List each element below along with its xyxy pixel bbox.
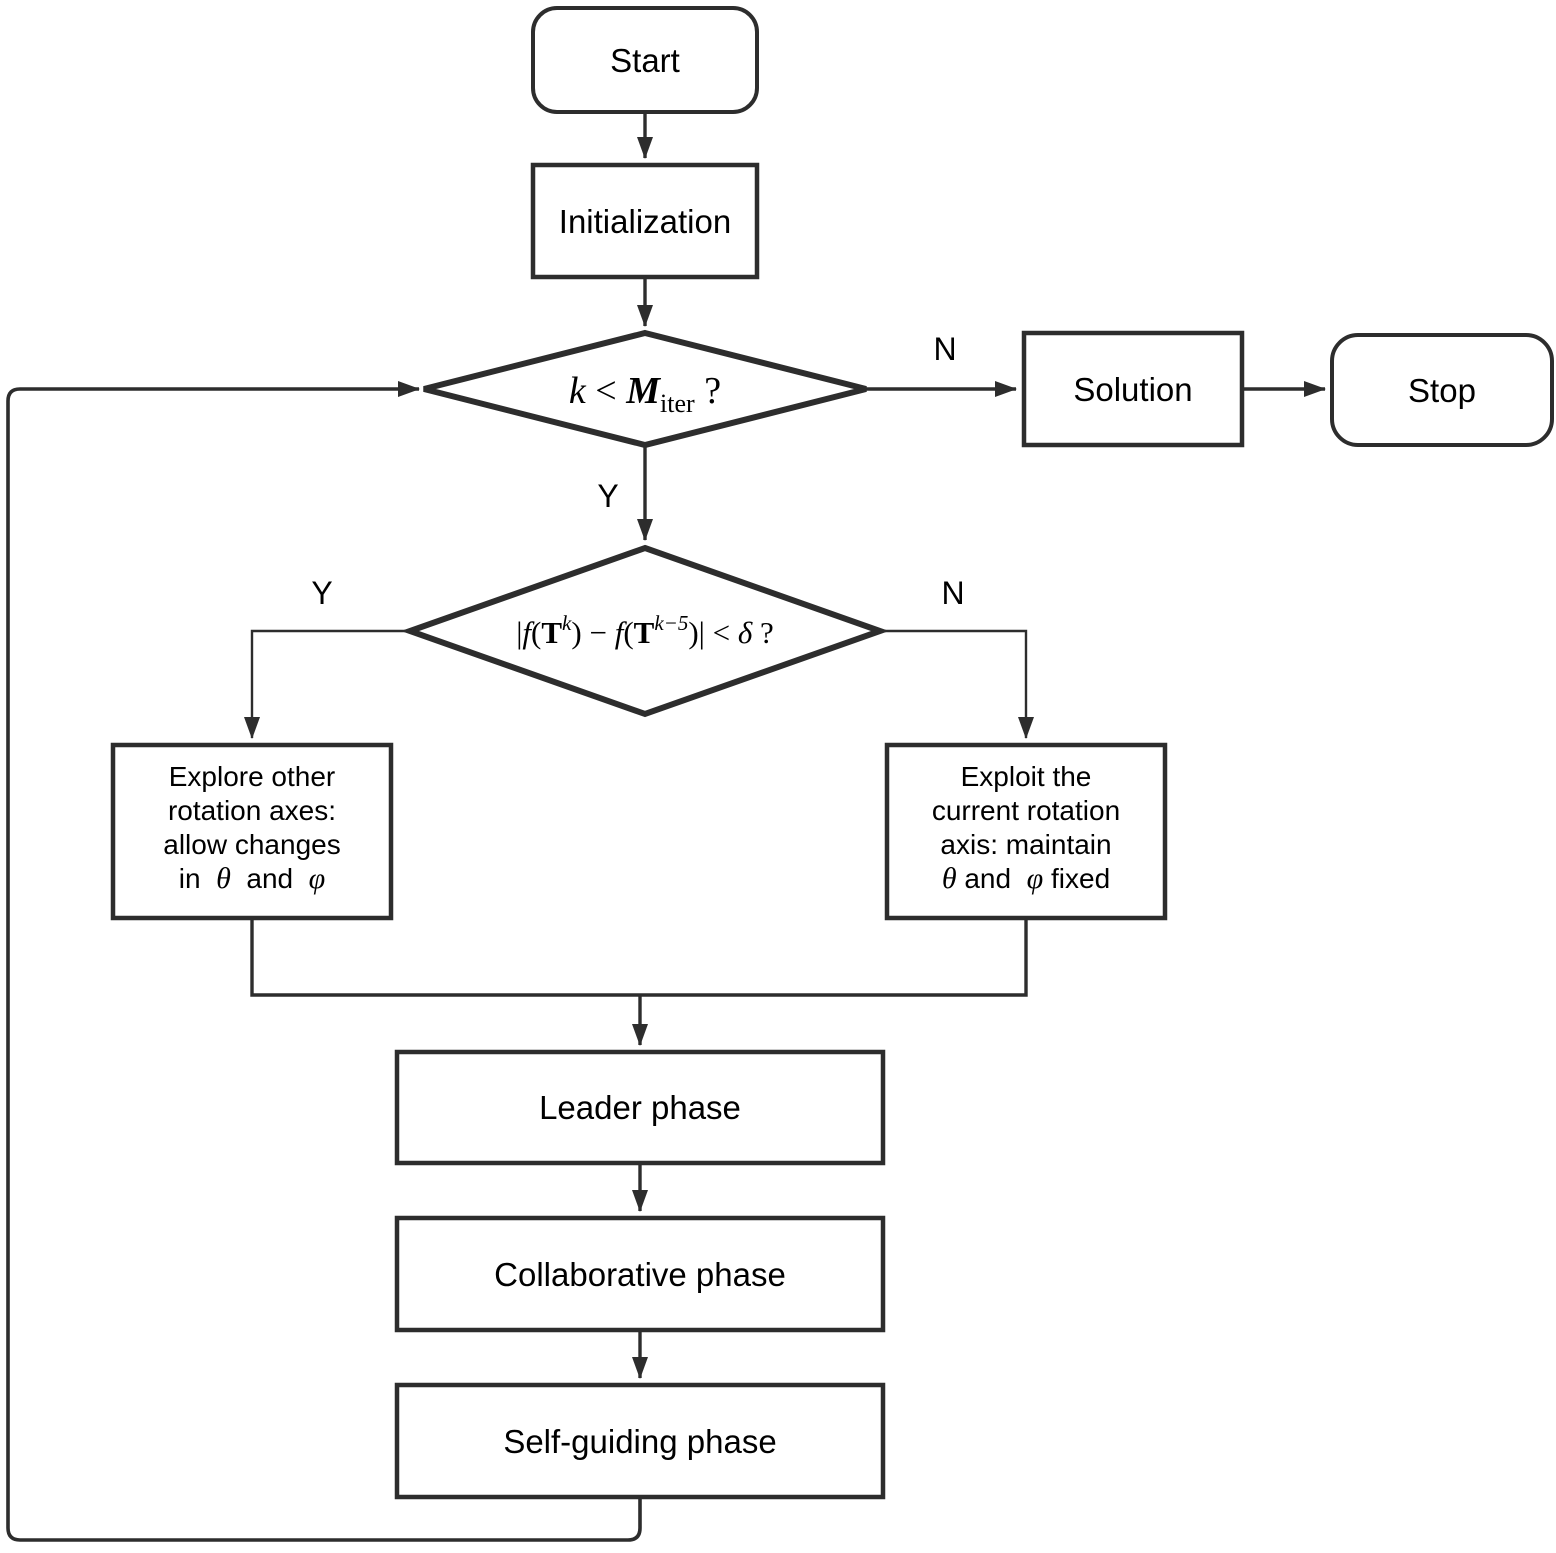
collaborative-phase-label: Collaborative phase [494, 1256, 786, 1293]
exploit-node: Exploit the current rotation axis: maint… [884, 742, 1168, 921]
explore-node: Explore other rotation axes: allow chang… [110, 742, 394, 921]
collaborative-phase-node: Collaborative phase [394, 1215, 886, 1333]
label-iter-yes: Y [597, 478, 618, 514]
leader-phase-node: Leader phase [394, 1049, 886, 1166]
exploit-line1: Exploit the [961, 761, 1092, 792]
label-iter-no: N [933, 331, 956, 367]
initialization-label: Initialization [559, 203, 731, 240]
self-guiding-phase-node: Self-guiding phase [394, 1382, 886, 1500]
explore-line3: allow changes [163, 829, 340, 860]
exploit-line2: current rotation [932, 795, 1120, 826]
solution-label: Solution [1073, 371, 1192, 408]
solution-node: Solution [1021, 330, 1245, 448]
convergence-decision: |f(Tk) − f(Tk−5)| < δ ? [400, 544, 890, 718]
start-label: Start [610, 42, 680, 79]
initialization-node: Initialization [530, 162, 760, 280]
edge-merge-branches [250, 918, 1028, 997]
explore-line2: rotation axes: [168, 795, 336, 826]
start-node: Start [531, 6, 759, 114]
label-delta-yes: Y [311, 575, 332, 611]
iteration-decision: k < Miter ? [423, 329, 867, 449]
convergence-decision-label: |f(Tk) − f(Tk−5)| < δ ? [516, 611, 774, 650]
iteration-decision-label: k < Miter ? [569, 370, 721, 418]
exploit-line3: axis: maintain [940, 829, 1111, 860]
explore-line1: Explore other [169, 761, 336, 792]
label-delta-no: N [941, 575, 964, 611]
edge-loop-back-to-iter-decision [6, 381, 642, 1542]
edge-delta-decision-no-to-exploit [880, 629, 1034, 739]
stop-label: Stop [1408, 372, 1476, 409]
explore-line4: in θ and φ [179, 862, 326, 895]
stop-node: Stop [1330, 333, 1554, 447]
self-guiding-phase-label: Self-guiding phase [503, 1423, 776, 1460]
exploit-line4: θ and φ fixed [942, 862, 1110, 895]
leader-phase-label: Leader phase [539, 1089, 741, 1126]
edge-delta-decision-yes-to-explore [244, 629, 410, 739]
